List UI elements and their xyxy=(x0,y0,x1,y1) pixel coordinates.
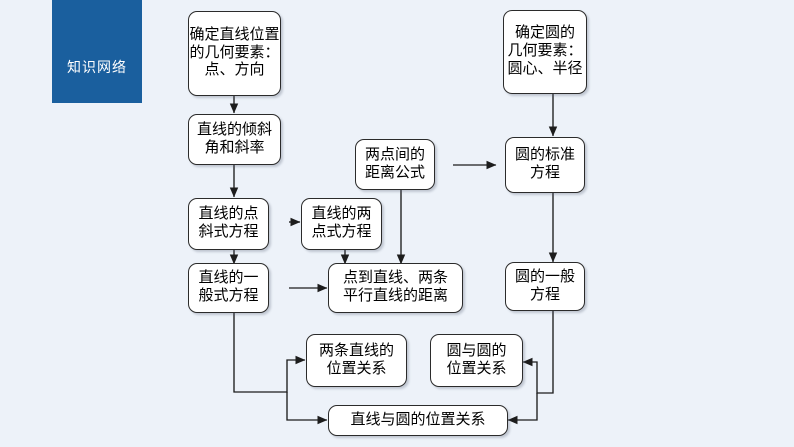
node-text-line: 角和斜率 xyxy=(204,139,265,156)
node-two-point-form-equation[interactable]: 直线的两 点式方程 xyxy=(301,198,382,250)
node-text-line: 点、方向 xyxy=(204,62,265,79)
node-text-line: 斜式方程 xyxy=(198,224,259,240)
edge-n10-n13 xyxy=(507,393,538,425)
edge-n8-n13 xyxy=(286,392,328,425)
node-distance-between-two-points[interactable]: 两点间的 距离公式 xyxy=(355,139,435,190)
node-text-line: 距离公式 xyxy=(364,164,425,181)
node-circle-standard-equation[interactable]: 圆的标准 方程 xyxy=(505,137,585,193)
section-tab-knowledge-network: 知识网络 xyxy=(52,0,142,103)
node-text-line: 方程 xyxy=(529,165,560,181)
section-tab-label: 知识网络 xyxy=(67,59,127,75)
node-general-line-equation[interactable]: 直线的一 般式方程 xyxy=(188,263,269,313)
node-text-line: 圆的标准 xyxy=(514,147,575,164)
node-text-line: 般式方程 xyxy=(198,288,259,304)
node-text-line: 直线的倾斜 xyxy=(196,121,272,138)
edge-n10-n12 xyxy=(522,311,554,394)
node-line-circle-relationship[interactable]: 直线与圆的位置关系 xyxy=(328,405,508,436)
node-point-to-line-distance[interactable]: 点到直线、两条 平行直线的距离 xyxy=(328,263,463,313)
node-text-line: 两条直线的 xyxy=(318,342,394,359)
node-text-line: 的几何要素： xyxy=(189,44,280,61)
node-line-position-elements[interactable]: 确定直线位置 的几何要素： 点、方向 xyxy=(188,11,281,96)
node-text-line: 直线与圆的位置关系 xyxy=(350,411,486,428)
node-text-line: 平行直线的距离 xyxy=(342,288,448,304)
node-text-line: 点到直线、两条 xyxy=(342,270,448,287)
node-text-line: 直线的点 xyxy=(198,206,259,223)
node-text-line: 两点间的 xyxy=(364,146,425,163)
node-circle-elements[interactable]: 确定圆的 几何要素： 圆心、半径 xyxy=(503,10,587,94)
node-text-line: 圆心、半径 xyxy=(507,60,583,77)
node-text-line: 确定直线位置 xyxy=(189,26,280,43)
node-text-line: 几何要素： xyxy=(507,43,583,60)
edge-n8-n11 xyxy=(233,313,306,393)
node-point-slope-equation[interactable]: 直线的点 斜式方程 xyxy=(188,198,269,250)
node-inclination-and-slope[interactable]: 直线的倾斜 角和斜率 xyxy=(188,114,281,165)
node-circle-circle-relationship[interactable]: 圆与圆的 位置关系 xyxy=(430,334,523,387)
node-text-line: 圆与圆的 xyxy=(446,342,507,359)
node-text-line: 位置关系 xyxy=(326,360,387,377)
node-two-lines-relationship[interactable]: 两条直线的 位置关系 xyxy=(306,334,407,387)
node-text-line: 点式方程 xyxy=(311,224,372,240)
node-text-line: 确定圆的 xyxy=(514,25,575,42)
node-text-line: 方程 xyxy=(529,286,560,303)
node-circle-general-equation[interactable]: 圆的一般 方程 xyxy=(505,262,585,311)
node-text-line: 直线的两 xyxy=(311,206,372,223)
node-text-line: 位置关系 xyxy=(446,360,507,377)
node-text-line: 直线的一 xyxy=(198,270,259,287)
node-text-line: 圆的一般 xyxy=(514,268,575,285)
